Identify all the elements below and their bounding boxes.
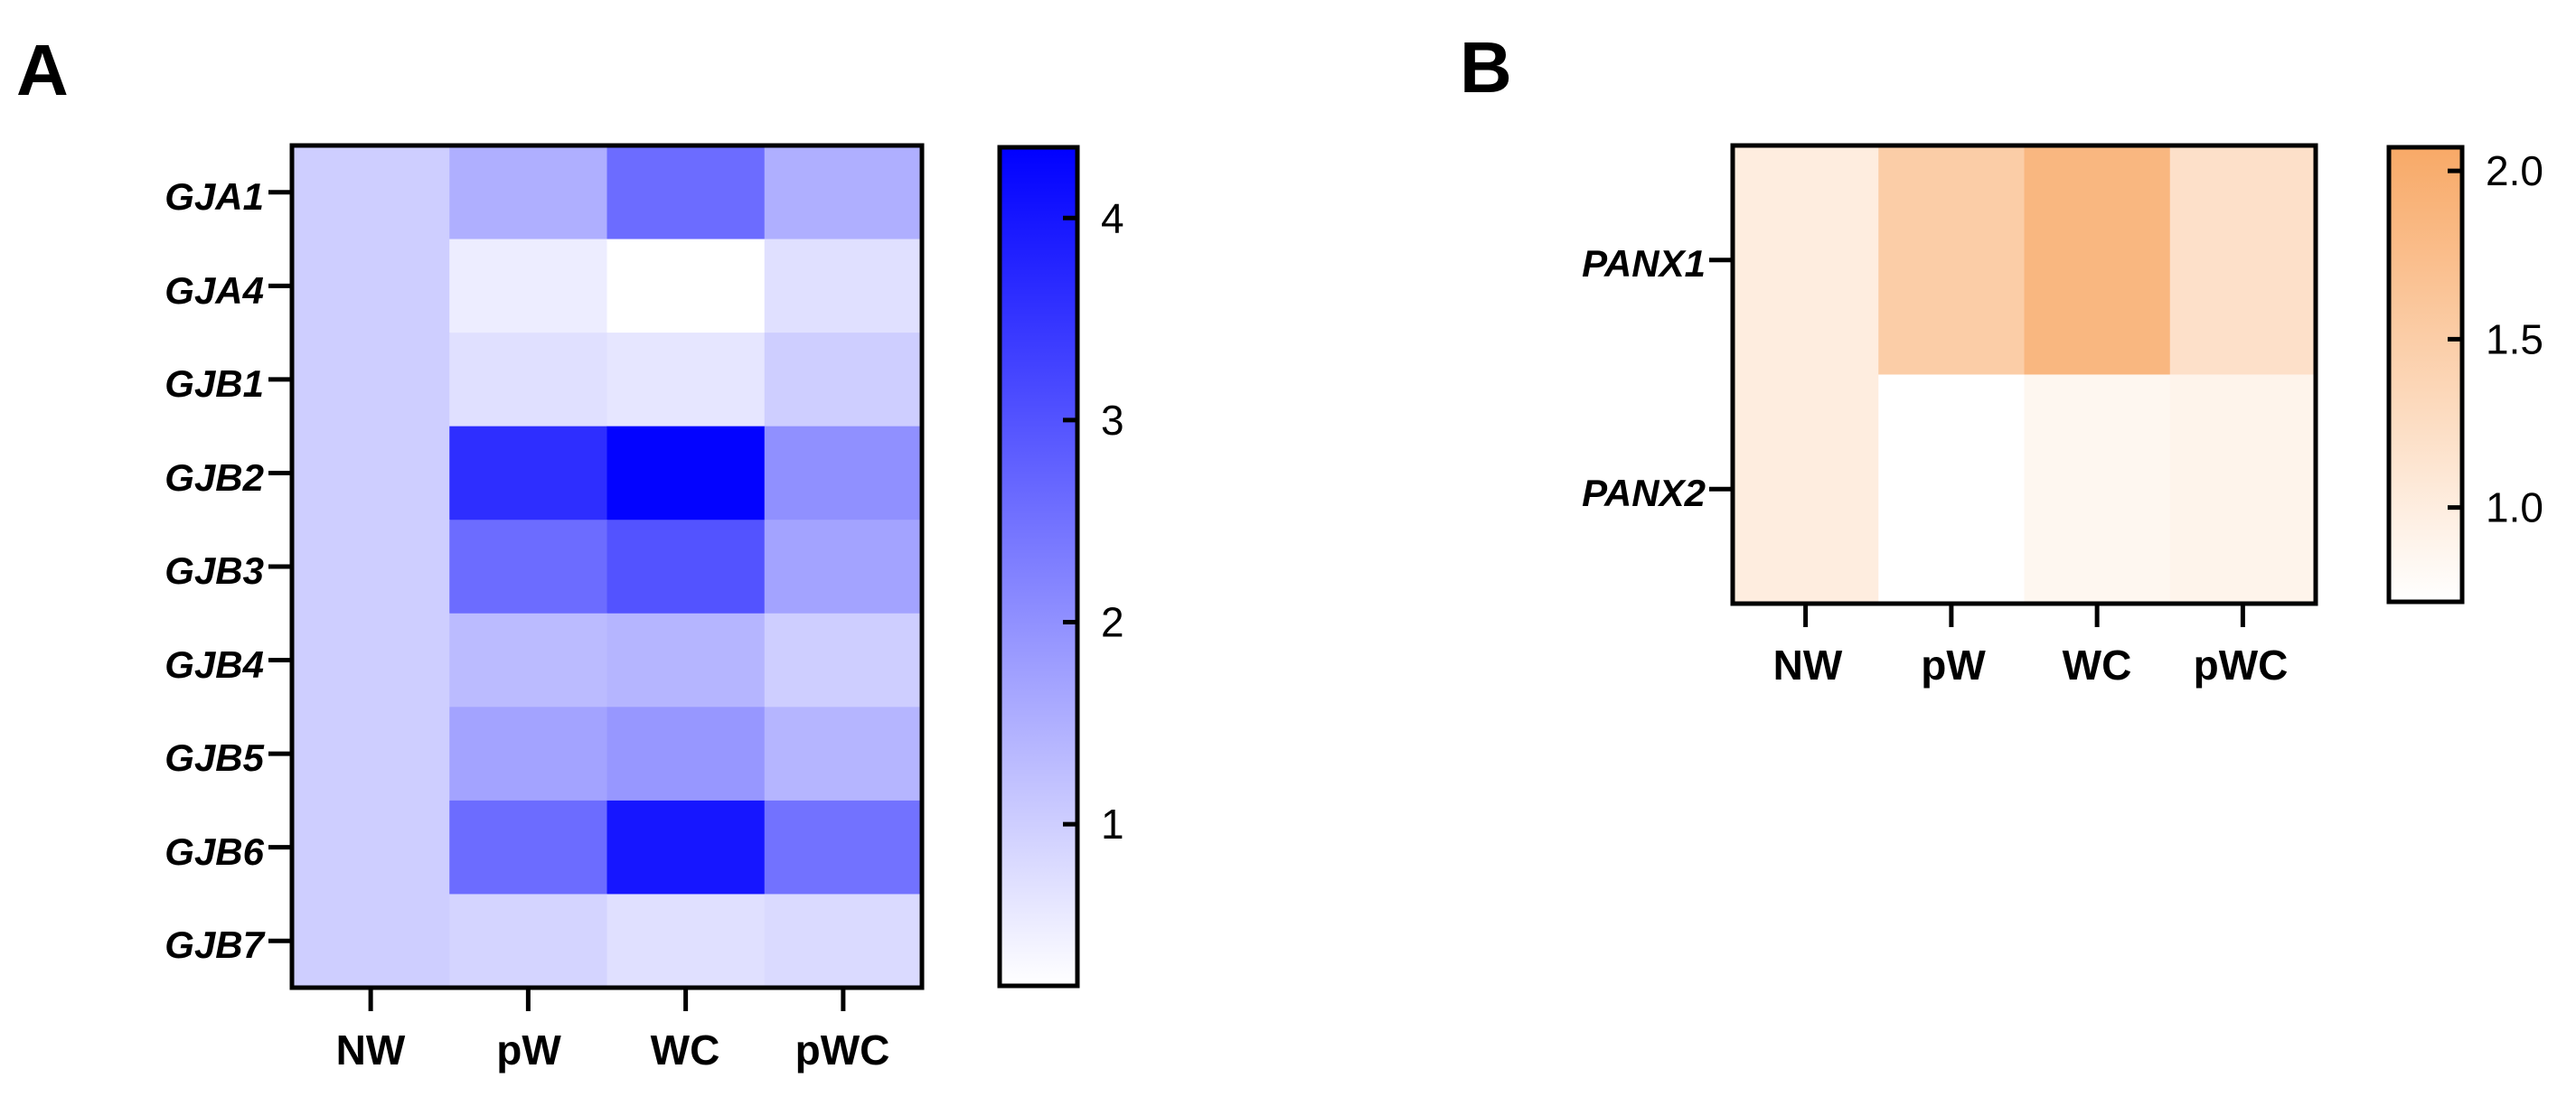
colorbar-tick-label: 4 xyxy=(1101,194,1124,241)
panel-a: A GJA1 GJA4 GJB1 GJB2 GJB3 GJB4 GJB5 GJB… xyxy=(16,30,1124,1074)
colorbar-tick-label: 1.0 xyxy=(2486,484,2543,531)
heatmap-cell-panx2-wc xyxy=(2024,374,2171,605)
colorbar-tick-label: 2.0 xyxy=(2486,147,2543,194)
panel-b-colorbar-frame xyxy=(2386,145,2465,605)
row-label-gjb3: GJB3 xyxy=(165,549,264,592)
heatmap-cell-gjb3-pw xyxy=(449,520,608,614)
heatmap-cell-gjb5-pw xyxy=(449,707,608,802)
heatmap-cell-gjb7-nw xyxy=(292,894,450,989)
heatmap-cell-panx1-pwc xyxy=(2169,145,2317,376)
heatmap-cell-gjb5-nw xyxy=(292,707,450,802)
heatmap-cell-gjb4-nw xyxy=(292,613,450,708)
heatmap-cell-gjb2-pwc xyxy=(764,426,923,520)
heatmap-cell-gja1-wc xyxy=(606,145,766,240)
heatmap-cell-gjb6-wc xyxy=(606,800,766,895)
panel-a-letter: A xyxy=(16,30,69,110)
colorbar-tick-label: 2 xyxy=(1101,598,1124,645)
heatmap-cell-gjb6-pwc xyxy=(764,800,923,895)
heatmap-cell-gjb4-wc xyxy=(606,613,766,708)
heatmap-cell-gja4-pwc xyxy=(764,239,923,333)
heatmap-cell-panx2-pwc xyxy=(2169,374,2317,605)
row-label-panx1: PANX1 xyxy=(1582,242,1706,285)
row-label-panx2: PANX2 xyxy=(1582,472,1706,514)
panel-a-row-axis: GJA1 GJA4 GJB1 GJB2 GJB3 GJB4 GJB5 GJB6 … xyxy=(165,175,292,966)
panel-b-letter: B xyxy=(1460,27,1512,108)
panel-b-frame xyxy=(1730,143,2318,606)
col-label-wc: WC xyxy=(651,1027,720,1074)
row-label-gjb4: GJB4 xyxy=(165,643,264,686)
col-label-pw: pW xyxy=(496,1027,561,1074)
heatmap-cell-gjb7-pw xyxy=(449,894,608,989)
heatmap-cell-gjb7-pwc xyxy=(764,894,923,989)
heatmap-cell-gja1-pwc xyxy=(764,145,923,240)
panel-a-colorbar-gradient xyxy=(1000,147,1077,986)
col-label-pw: pW xyxy=(1921,642,1986,689)
heatmap-cell-gjb5-wc xyxy=(606,707,766,802)
colorbar-tick-label: 3 xyxy=(1101,397,1124,444)
colorbar-tick-label: 1 xyxy=(1101,801,1124,848)
heatmap-cell-panx2-nw xyxy=(1733,374,1879,605)
heatmap-cell-gjb2-pw xyxy=(449,426,608,520)
heatmap-cell-gjb6-pw xyxy=(449,800,608,895)
heatmap-cell-panx1-wc xyxy=(2024,145,2171,376)
panel-b-colorbar-ticks: 1.0 1.5 2.0 xyxy=(2448,147,2543,531)
panel-a-colorbar: 1 2 3 4 xyxy=(997,145,1124,989)
heatmap-cell-gjb5-pwc xyxy=(764,707,923,802)
row-label-gja1: GJA1 xyxy=(165,175,264,218)
heatmap-cell-gjb6-nw xyxy=(292,800,450,895)
heatmap-cell-gja4-nw xyxy=(292,239,450,333)
colorbar-tick-label: 1.5 xyxy=(2486,315,2543,362)
heatmap-cell-gjb1-pw xyxy=(449,333,608,427)
panel-a-colorbar-frame xyxy=(997,145,1080,989)
panel-b-row-axis: PANX1 PANX2 xyxy=(1582,242,1733,514)
heatmap-cell-gjb2-nw xyxy=(292,426,450,520)
row-label-gjb6: GJB6 xyxy=(165,830,264,873)
heatmap-cell-gjb4-pwc xyxy=(764,613,923,708)
heatmap-cell-gja1-pw xyxy=(449,145,608,240)
heatmap-cell-gja1-nw xyxy=(292,145,450,240)
heatmap-cell-panx1-nw xyxy=(1733,145,1879,376)
heatmap-cell-gjb1-nw xyxy=(292,333,450,427)
col-label-nw: NW xyxy=(336,1027,406,1074)
heatmap-cell-gjb7-wc xyxy=(606,894,766,989)
panel-a-heatmap xyxy=(292,145,923,989)
heatmap-cell-panx2-pw xyxy=(1878,374,2026,605)
panel-b: B PANX1 PANX2 NW pW WC pWC 1.0 1.5 2.0 xyxy=(1460,27,2543,689)
heatmap-cell-gjb1-wc xyxy=(606,333,766,427)
row-label-gjb2: GJB2 xyxy=(165,456,264,499)
heatmap-cell-gjb4-pw xyxy=(449,613,608,708)
heatmap-cell-gjb3-nw xyxy=(292,520,450,614)
row-label-gjb7: GJB7 xyxy=(165,924,265,966)
heatmap-cell-gjb1-pwc xyxy=(764,333,923,427)
heatmap-cell-gjb3-pwc xyxy=(764,520,923,614)
heatmap-cell-panx1-pw xyxy=(1878,145,2026,376)
panel-a-column-axis: NW pW WC pWC xyxy=(336,988,890,1074)
heatmap-cell-gja4-wc xyxy=(606,239,766,333)
col-label-pwc: pWC xyxy=(2194,642,2289,689)
panel-b-heatmap xyxy=(1733,145,2317,605)
panel-a-colorbar-ticks: 1 2 3 4 xyxy=(1063,194,1124,848)
heatmap-cell-gjb3-wc xyxy=(606,520,766,614)
panel-b-colorbar: 1.0 1.5 2.0 xyxy=(2386,145,2543,605)
heatmap-cell-gjb2-wc xyxy=(606,426,766,520)
panel-b-colorbar-gradient xyxy=(2389,147,2462,602)
col-label-wc: WC xyxy=(2063,642,2132,689)
row-label-gjb1: GJB1 xyxy=(165,362,264,405)
col-label-pwc: pWC xyxy=(795,1027,890,1074)
panel-b-column-axis: NW pW WC pWC xyxy=(1773,604,2289,689)
row-label-gjb5: GJB5 xyxy=(165,736,264,779)
heatmap-cell-gja4-pw xyxy=(449,239,608,333)
row-label-gja4: GJA4 xyxy=(165,269,264,312)
col-label-nw: NW xyxy=(1773,642,1843,689)
